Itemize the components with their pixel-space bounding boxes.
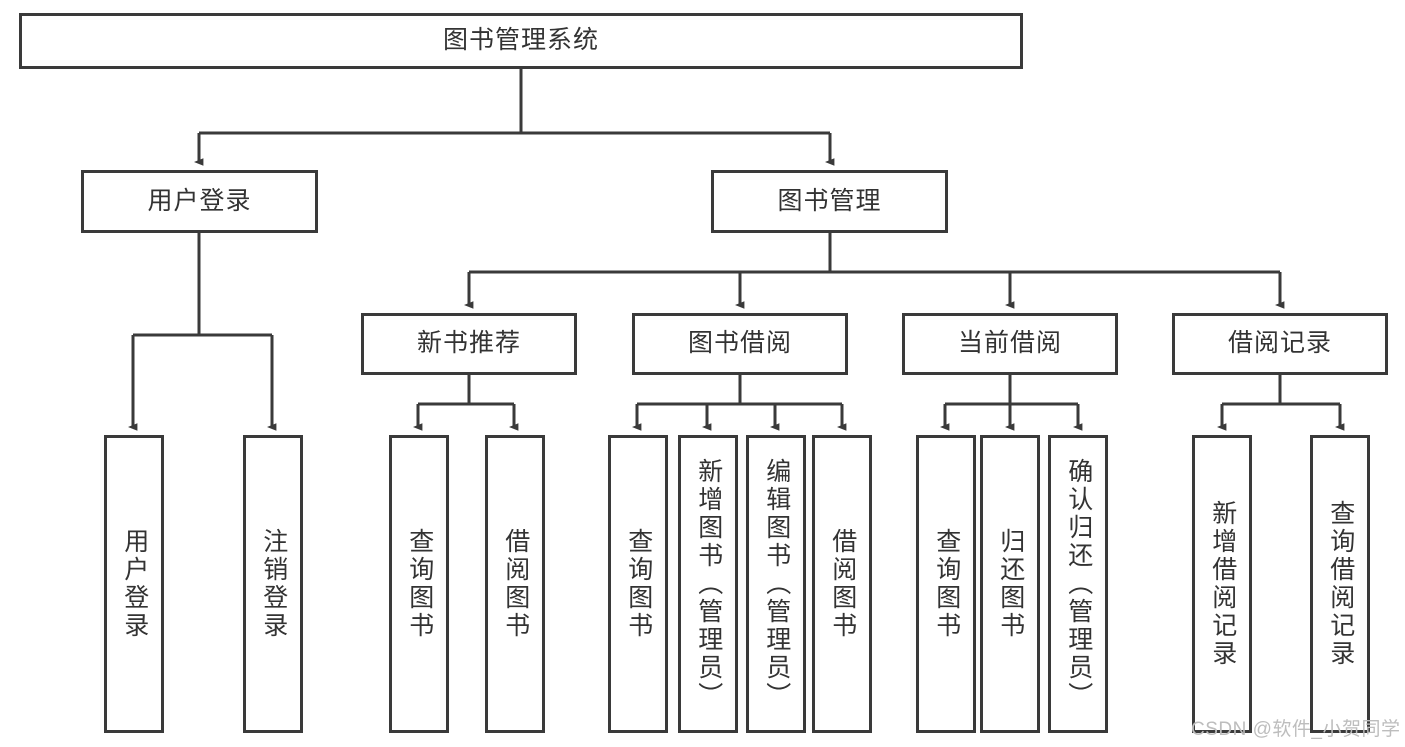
node-book-manage-label: 图书管理 — [777, 186, 882, 215]
node-leaf-query-book-1-label: 查询图书 — [405, 528, 434, 640]
node-leaf-query-book-1[interactable]: 查询图书 — [389, 435, 449, 733]
node-current-borrow-label: 当前借阅 — [957, 329, 1062, 358]
node-leaf-query-book-3[interactable]: 查询图书 — [916, 435, 976, 733]
node-leaf-user-login[interactable]: 用户登录 — [104, 435, 164, 733]
csdn-watermark: CSDN @软件_小贺同学 — [1191, 719, 1401, 740]
node-new-book-recommend[interactable]: 新书推荐 — [361, 313, 577, 375]
node-leaf-add-book-label: 新增图书（管理员） — [694, 458, 723, 710]
node-leaf-borrow-book-1-label: 借阅图书 — [501, 528, 530, 640]
node-book-borrow[interactable]: 图书借阅 — [632, 313, 848, 375]
node-leaf-user-login-label: 用户登录 — [120, 528, 149, 640]
node-leaf-add-record-label: 新增借阅记录 — [1208, 500, 1237, 668]
node-leaf-add-book[interactable]: 新增图书（管理员） — [678, 435, 738, 733]
node-book-manage[interactable]: 图书管理 — [711, 170, 948, 233]
node-leaf-query-record[interactable]: 查询借阅记录 — [1310, 435, 1370, 733]
node-leaf-query-book-2-label: 查询图书 — [624, 528, 653, 640]
node-leaf-borrow-book-1[interactable]: 借阅图书 — [485, 435, 545, 733]
node-root[interactable]: 图书管理系统 — [19, 13, 1023, 69]
node-leaf-user-logout-label: 注销登录 — [259, 528, 288, 640]
node-leaf-edit-book[interactable]: 编辑图书（管理员） — [746, 435, 806, 733]
node-leaf-user-logout[interactable]: 注销登录 — [243, 435, 303, 733]
node-book-borrow-label: 图书借阅 — [687, 329, 792, 358]
node-leaf-confirm-return-label: 确认归还（管理员） — [1064, 458, 1093, 710]
node-user-login-label: 用户登录 — [147, 186, 252, 215]
node-borrow-record-label: 借阅记录 — [1227, 329, 1332, 358]
node-leaf-edit-book-label: 编辑图书（管理员） — [762, 458, 791, 710]
node-leaf-confirm-return[interactable]: 确认归还（管理员） — [1048, 435, 1108, 733]
node-leaf-borrow-book-2[interactable]: 借阅图书 — [812, 435, 872, 733]
node-leaf-return-book-label: 归还图书 — [996, 528, 1025, 640]
node-user-login[interactable]: 用户登录 — [81, 170, 318, 233]
node-root-label: 图书管理系统 — [442, 26, 599, 55]
node-leaf-borrow-book-2-label: 借阅图书 — [828, 528, 857, 640]
node-leaf-query-book-2[interactable]: 查询图书 — [608, 435, 668, 733]
node-leaf-query-record-label: 查询借阅记录 — [1326, 500, 1355, 668]
node-new-book-recommend-label: 新书推荐 — [416, 329, 521, 358]
node-current-borrow[interactable]: 当前借阅 — [902, 313, 1118, 375]
node-borrow-record[interactable]: 借阅记录 — [1172, 313, 1388, 375]
node-leaf-query-book-3-label: 查询图书 — [932, 528, 961, 640]
node-leaf-add-record[interactable]: 新增借阅记录 — [1192, 435, 1252, 733]
node-leaf-return-book[interactable]: 归还图书 — [980, 435, 1040, 733]
